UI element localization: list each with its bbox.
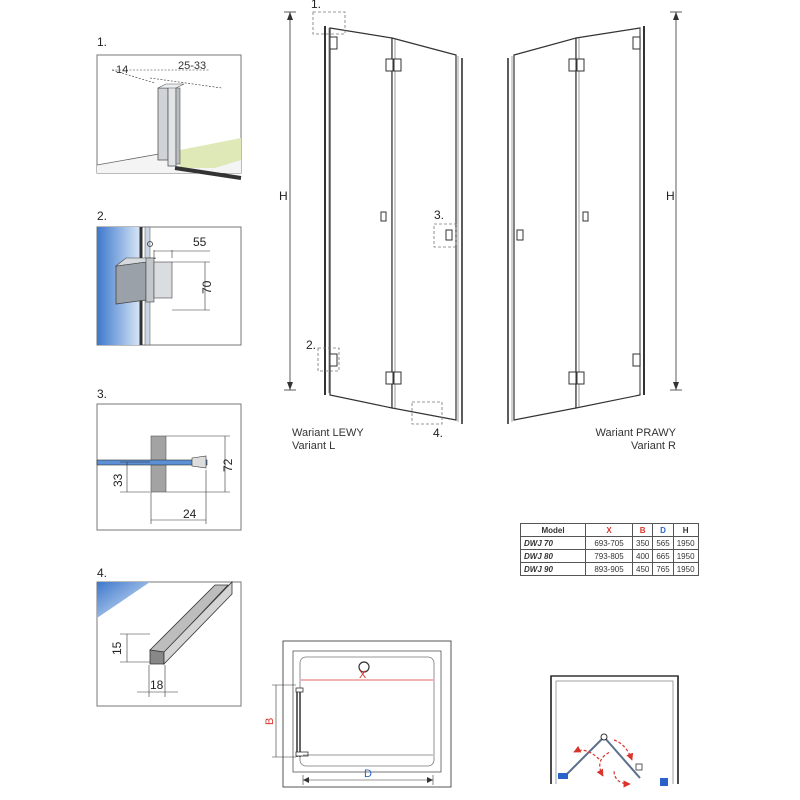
detail-1-number: 1. <box>97 35 107 49</box>
plan-d-label: D <box>364 768 372 780</box>
elevation-left-variant: H 1. 2. 3. 4. <box>279 0 463 440</box>
spec-table: Model X B D H DWJ 70 693-705 350 565 195… <box>520 523 699 576</box>
wall-profile <box>157 87 169 161</box>
floor-tile <box>180 138 241 168</box>
variant-right-caption: Wariant PRAWY Variant R <box>586 427 676 453</box>
col-h: H <box>672 523 699 537</box>
detail-1: 1. 14 25-33 <box>96 35 242 180</box>
detail-3-dim-b: 33 <box>111 473 125 487</box>
callout-box-3 <box>433 223 457 248</box>
table-row: DWJ 80 793-805 400 665 1950 <box>520 549 699 563</box>
col-d: D <box>652 523 674 537</box>
glass-pane <box>96 459 208 466</box>
plan-view: X B D <box>264 640 452 788</box>
detail-2-dim-b: 70 <box>200 280 214 294</box>
detail-2-number: 2. <box>97 209 107 223</box>
col-model: Model <box>520 523 586 537</box>
variant-right-line2: Variant R <box>630 440 676 452</box>
detail-4-dim-a: 15 <box>110 641 124 655</box>
col-x: X <box>585 523 633 537</box>
detail-2: 2. 55 70 <box>96 209 242 346</box>
detail-3-number: 3. <box>97 387 107 401</box>
detail-1-dim-b: 25-33 <box>178 60 206 72</box>
shower-tray <box>299 656 435 767</box>
variant-left-line1: Wariant LEWY <box>292 427 364 439</box>
door-fold-left <box>563 736 605 778</box>
variant-right-line1: Wariant PRAWY <box>595 427 676 439</box>
handle-left <box>380 211 387 222</box>
door-fold-right <box>603 736 641 779</box>
drain <box>358 661 370 673</box>
callout-box-4 <box>411 401 443 425</box>
detail-1-dim-a: 14 <box>116 64 128 76</box>
wall-surface <box>97 582 150 618</box>
detail-3-dim-a: 72 <box>221 458 235 472</box>
callout-box-2 <box>317 347 340 372</box>
detail-3: 3. 72 33 24 <box>96 387 242 531</box>
detail-4: 4. 15 18 <box>96 566 242 707</box>
plan-b-label: B <box>264 718 276 725</box>
door-leaf-1 <box>513 37 577 421</box>
table-row: DWJ 90 893-905 450 765 1950 <box>520 562 699 576</box>
hinge-bottom <box>329 353 338 367</box>
handle-right <box>445 229 453 241</box>
height-label-right: H <box>666 189 675 203</box>
spec-table-header: Model X B D H <box>520 523 699 537</box>
col-b: B <box>631 523 654 537</box>
door-leaf-2 <box>391 37 457 421</box>
callout-4: 4. <box>433 426 443 440</box>
detail-4-number: 4. <box>97 566 107 580</box>
elevation-right-variant: H <box>507 11 682 424</box>
door-leaf-2 <box>575 27 641 409</box>
detail-4-dim-b: 18 <box>150 678 164 692</box>
plan-x-label: X <box>359 669 367 681</box>
detail-3-dim-c: 24 <box>183 507 197 521</box>
callout-3: 3. <box>434 208 444 222</box>
variant-left-line2: Variant L <box>292 440 336 452</box>
hinge-top <box>329 36 338 50</box>
table-row: DWJ 70 693-705 350 565 1950 <box>520 536 699 550</box>
hinge <box>115 261 147 305</box>
opening-scheme <box>545 675 685 794</box>
callout-2: 2. <box>306 338 316 352</box>
height-label-left: H <box>279 189 288 203</box>
callout-1: 1. <box>311 0 321 11</box>
callout-box-1 <box>312 11 346 35</box>
variant-left-caption: Wariant LEWY Variant L <box>292 427 364 453</box>
detail-2-dim-a: 55 <box>193 235 207 249</box>
